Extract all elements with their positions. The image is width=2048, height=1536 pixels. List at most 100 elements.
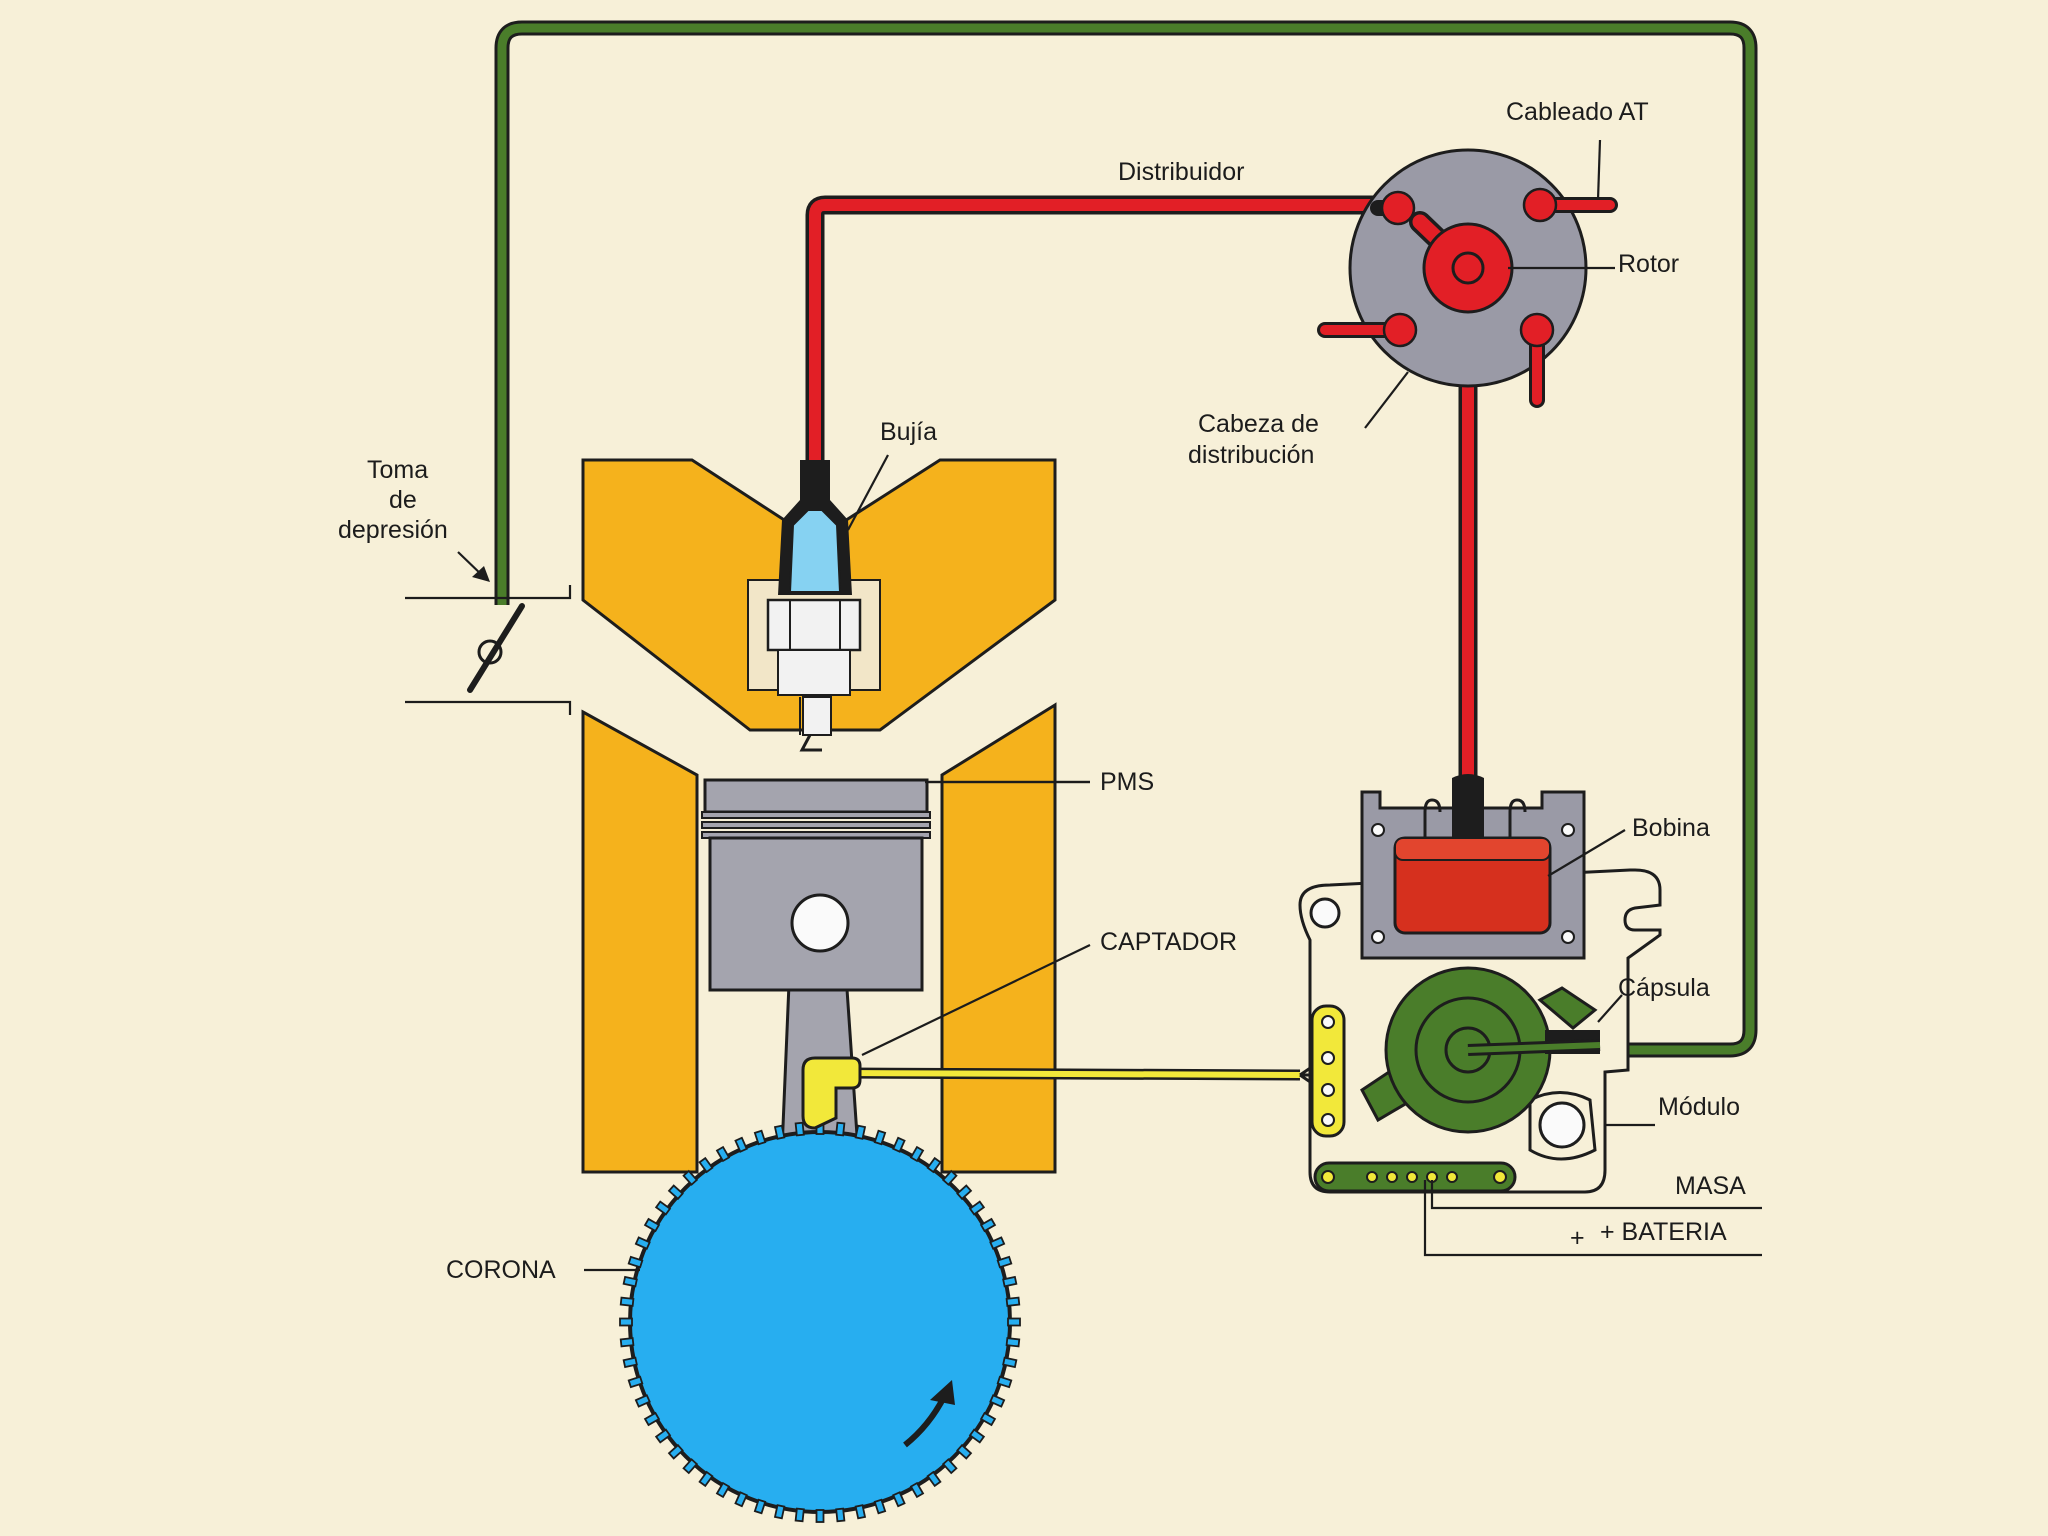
label-toma-line3: depresión — [338, 516, 448, 544]
vacuum-capsule — [1360, 966, 1601, 1134]
crown-wheel-tooth — [715, 1481, 731, 1499]
cap-terminal — [1519, 312, 1555, 408]
terminal-strip — [1313, 1161, 1517, 1193]
distributor-cap — [1317, 148, 1618, 408]
crown-wheel-tooth — [773, 1504, 786, 1520]
crown-wheel-tooth — [698, 1470, 714, 1488]
crown-wheel-tooth — [1002, 1275, 1018, 1288]
crown-wheel-tooth — [956, 1443, 973, 1460]
label-cabeza-line1: Cabeza de — [1198, 410, 1319, 438]
crown-wheel-tooth — [854, 1124, 867, 1140]
crown-wheel-tooth — [989, 1394, 1006, 1408]
label-bateria: + BATERIA — [1600, 1218, 1727, 1246]
wires-external — [1423, 1180, 1762, 1257]
crown-wheel-tooth — [643, 1217, 661, 1233]
crown-wheel-tooth — [753, 1129, 767, 1146]
crown-wheel-tooth — [873, 1498, 887, 1515]
crown-wheel-tooth — [773, 1124, 786, 1140]
crown-wheel-tooth — [1005, 1296, 1021, 1307]
crown-wheel-tooth — [835, 1507, 846, 1523]
cylinder-block-right — [940, 702, 1057, 1174]
crown-wheel-tooth — [622, 1275, 638, 1288]
label-rotor: Rotor — [1618, 250, 1679, 278]
ht-wire-to-spark-plug — [805, 195, 1400, 470]
label-masa: MASA — [1675, 1172, 1746, 1200]
crown-wheel-tooth — [926, 1156, 942, 1174]
pickup-sensor — [801, 1056, 1323, 1130]
crown-wheel-tooth — [815, 1509, 825, 1523]
label-modulo: Módulo — [1658, 1093, 1740, 1121]
module-mount-hole — [1528, 1091, 1597, 1161]
crown-wheel-tooth — [909, 1145, 925, 1163]
label-bujia: Bujía — [880, 418, 937, 446]
piston — [701, 778, 931, 992]
crown-wheel-tooth — [854, 1504, 867, 1520]
crown-wheel-tooth — [892, 1136, 906, 1153]
crown-wheel-tooth — [634, 1394, 651, 1408]
crown-wheel-tooth — [996, 1375, 1013, 1389]
crown-wheel-tooth — [627, 1375, 644, 1389]
label-bobina: Bobina — [1632, 814, 1710, 842]
crown-wheel-tooth — [667, 1443, 684, 1460]
curved-arrow-icon — [903, 1380, 955, 1448]
crown-wheel-tooth — [698, 1156, 714, 1174]
crown-wheel-tooth — [989, 1236, 1006, 1250]
label-bateria-plus: + — [1570, 1224, 1585, 1252]
crown-wheel-tooth — [654, 1200, 672, 1216]
label-cableado-at: Cableado AT — [1506, 98, 1649, 126]
label-capsula: Cápsula — [1618, 974, 1710, 1002]
crown-wheel-tooth — [941, 1169, 958, 1186]
cap-terminal — [1522, 187, 1618, 223]
crown-wheel-tooth — [794, 1121, 805, 1137]
crown-wheel-tooth — [979, 1411, 997, 1427]
crown-wheel-tooth — [654, 1428, 672, 1444]
label-toma-line1: Toma — [367, 456, 428, 484]
intake-duct — [405, 585, 572, 715]
labels: Cableado AT Distribuidor Rotor Cabeza de… — [338, 98, 1746, 1284]
crown-wheel-tooth — [682, 1169, 699, 1186]
label-pms: PMS — [1100, 768, 1154, 796]
crown-wheel-tooth — [619, 1317, 633, 1327]
crown-wheel-tooth — [622, 1356, 638, 1369]
crown-wheel-tooth — [619, 1296, 635, 1307]
crown-wheel-tooth — [979, 1217, 997, 1233]
crown-wheel-tooth — [996, 1255, 1013, 1269]
crown-wheel-tooth — [968, 1428, 986, 1444]
cylinder-block-left — [581, 709, 699, 1174]
crown-wheel-tooth — [634, 1236, 651, 1250]
crown-wheel-tooth — [643, 1411, 661, 1427]
crown-wheel-tooth — [1005, 1337, 1021, 1348]
vacuum-hose — [494, 20, 1758, 1058]
crown-wheel-tooth — [627, 1255, 644, 1269]
crown-wheel-tooth — [734, 1136, 748, 1153]
cap-terminal — [1317, 312, 1418, 348]
crown-wheel-tooth — [956, 1184, 973, 1201]
crown-wheel-teeth — [619, 1121, 1021, 1523]
ignition-coil — [1360, 774, 1586, 960]
connector-left — [1310, 1004, 1346, 1138]
rotor — [1409, 211, 1514, 314]
crown-wheel-tooth — [968, 1200, 986, 1216]
crown-wheel-tooth — [715, 1145, 731, 1163]
crown-wheel-tooth — [941, 1458, 958, 1475]
cap-terminal — [1370, 190, 1416, 226]
label-cabeza-line2: distribución — [1188, 441, 1314, 469]
spark-plug — [766, 460, 862, 752]
crown-wheel-tooth — [909, 1481, 925, 1499]
leader-lines — [457, 139, 1655, 1272]
label-corona: CORONA — [446, 1256, 556, 1284]
crown-wheel-tooth — [835, 1121, 846, 1137]
crown-wheel-tooth — [873, 1129, 887, 1146]
label-distribuidor: Distribuidor — [1118, 158, 1244, 186]
crown-wheel-tooth — [667, 1184, 684, 1201]
crown-wheel-tooth — [794, 1507, 805, 1523]
label-captador: CAPTADOR — [1100, 928, 1237, 956]
crown-wheel-tooth — [892, 1491, 906, 1508]
label-toma-line2: de — [389, 486, 417, 514]
crown-wheel-tooth — [1002, 1356, 1018, 1369]
crown-wheel-tooth — [753, 1498, 767, 1515]
crown-wheel-tooth — [619, 1337, 635, 1348]
crown-wheel-tooth — [682, 1458, 699, 1475]
crown-wheel-tooth — [734, 1491, 748, 1508]
